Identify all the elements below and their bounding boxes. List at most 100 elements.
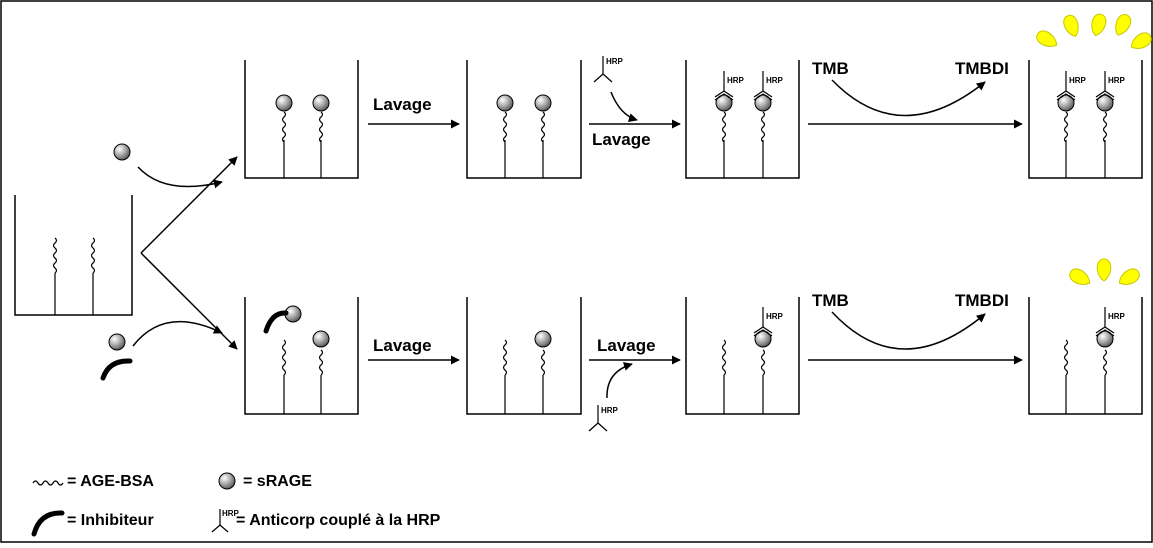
signal-drop-bottom-1: [1069, 268, 1091, 285]
molecules-layer: [52, 56, 1115, 432]
srage-sphere: [534, 94, 552, 112]
srage-sphere-free-bottom: [108, 333, 126, 351]
srage-sphere: [715, 94, 733, 112]
signal-drop-bottom-3: [1118, 268, 1140, 285]
signal-drop-top-3: [1091, 13, 1107, 37]
antibody-free-bottom-arm-left: [588, 422, 599, 432]
arrow-add-mix: [132, 321, 223, 347]
tmb-label-bottom: TMB: [812, 291, 849, 310]
signal-drop-top-4: [1115, 14, 1132, 36]
antibody-free-top-arm-right: [602, 73, 613, 83]
srage-sphere: [312, 94, 330, 112]
antibody-arms-inner: [714, 93, 734, 101]
well-start: [14, 195, 133, 316]
age-bsa-chain: [1063, 339, 1069, 376]
age-bsa-chain: [281, 111, 287, 143]
legend: = AGE-BSA = sRAGE = Inhibiteur HRP = Ant…: [31, 472, 441, 537]
lavage-label-top-1: Lavage: [373, 95, 432, 114]
inhibitor-bound: [263, 310, 289, 334]
signal-drop-top-5: [1130, 32, 1152, 49]
age-bsa-chain: [318, 349, 324, 376]
age-bsa-legend-icon: [32, 480, 64, 486]
srage-sphere: [275, 94, 293, 112]
antibody-legend-icon: [211, 509, 229, 533]
srage-sphere: [496, 94, 514, 112]
w3-hrp-tag-1: HRP: [727, 76, 745, 85]
srage-sphere: [1057, 94, 1075, 112]
tmb-label-top: TMB: [812, 59, 849, 78]
wells-layer: [14, 60, 1143, 415]
age-bsa-chain: [540, 111, 546, 143]
srage-legend-text: = sRAGE: [243, 473, 312, 490]
b4-hrp-tag: HRP: [1108, 312, 1126, 321]
age-bsa-chain: [540, 349, 546, 376]
age-bsa-chain: [502, 111, 508, 143]
arrow-add-antibody-bottom: [606, 362, 633, 399]
arrow-add-antibody-top: [610, 91, 638, 123]
well-bottom-3: [685, 297, 800, 415]
well-top-4: [1028, 60, 1143, 179]
age-bsa-chain: [1102, 111, 1108, 143]
arrow-tmb-curve-top: [831, 79, 986, 117]
age-bsa-chain: [1102, 349, 1108, 376]
b3-hrp-tag: HRP: [766, 312, 784, 321]
antibody-arms-inner: [1095, 329, 1115, 337]
antibody-legend-hrp-tag: HRP: [222, 509, 240, 518]
signal-drop-top-1: [1036, 30, 1058, 47]
well-bottom-2: [466, 297, 582, 415]
hrp-labels-layer: HRP HRP HRP HRP HRP HRP HRP HRP: [601, 57, 1126, 415]
antibody-free-top-hrp-tag: HRP: [606, 57, 624, 66]
lavage-label-bottom-2: Lavage: [597, 336, 656, 355]
antibody-arms-inner: [1095, 93, 1115, 101]
well-top-2: [466, 60, 582, 179]
arrow-split-bottom: [140, 252, 238, 350]
signal-glow-layer: [1036, 13, 1152, 285]
srage-sphere: [754, 330, 772, 348]
age-bsa-chain: [281, 339, 287, 376]
age-bsa-chain: [90, 237, 96, 274]
lavage-label-top-2: Lavage: [592, 130, 651, 149]
age-bsa-chain: [52, 237, 58, 274]
age-bsa-legend-text: = AGE-BSA: [67, 473, 154, 490]
srage-sphere: [1096, 330, 1114, 348]
well-top-3: [685, 60, 800, 179]
well-bottom-4: [1028, 297, 1143, 415]
w4-hrp-tag-1: HRP: [1069, 76, 1087, 85]
age-bsa-chain: [502, 339, 508, 376]
tmbdi-label-top: TMBDI: [955, 59, 1009, 78]
srage-sphere: [754, 94, 772, 112]
srage-sphere-free: [113, 143, 131, 161]
w4-hrp-tag-2: HRP: [1108, 76, 1126, 85]
antibody-arms-inner: [753, 93, 773, 101]
well-top-1: [244, 60, 359, 179]
antibody-arms-inner: [1056, 93, 1076, 101]
well-bottom-1: [244, 297, 359, 415]
tmbdi-label-bottom: TMBDI: [955, 291, 1009, 310]
inhibitor-free: [100, 358, 133, 381]
w3-hrp-tag-2: HRP: [766, 76, 784, 85]
arrow-add-srage: [137, 166, 223, 189]
age-bsa-chain: [721, 339, 727, 376]
srage-sphere: [534, 330, 552, 348]
age-bsa-chain: [760, 349, 766, 376]
arrows-layer: [132, 79, 1023, 399]
srage-sphere: [1096, 94, 1114, 112]
antibody-free-bottom-hrp-tag: HRP: [601, 406, 619, 415]
antibody-legend-text: = Anticorp couplé à la HRP: [236, 512, 441, 529]
antibody-arms-inner: [753, 329, 773, 337]
age-bsa-chain: [760, 111, 766, 143]
srage-sphere: [312, 330, 330, 348]
antibody-free-bottom-arm-right: [597, 422, 608, 432]
inhibitor-legend-icon: [31, 510, 65, 537]
arrow-tmb-curve-bottom: [831, 311, 986, 350]
signal-drop-bottom-2: [1096, 258, 1112, 282]
srage-legend-icon: [218, 472, 236, 490]
age-bsa-chain: [318, 111, 324, 143]
antibody-free-top-arm-left: [593, 73, 604, 83]
age-bsa-chain: [721, 111, 727, 143]
age-bsa-chain: [1063, 111, 1069, 143]
signal-drop-top-2: [1063, 14, 1079, 37]
